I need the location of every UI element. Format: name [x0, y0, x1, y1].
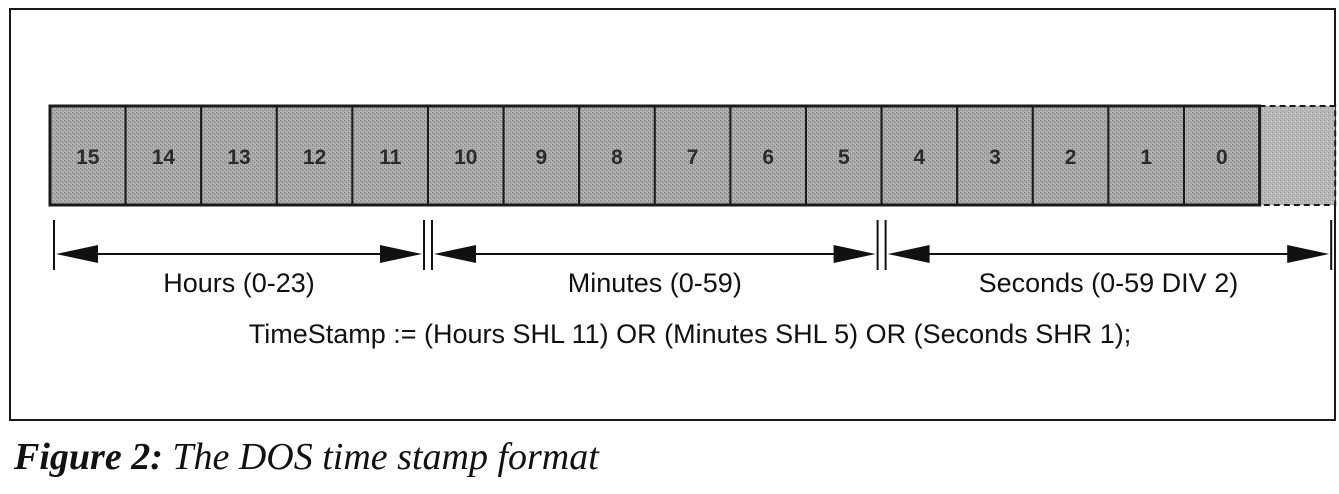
bit-number: 3 [989, 146, 1001, 169]
arrowhead-left-icon [56, 245, 98, 263]
bit-number: 10 [454, 146, 477, 169]
timestamp-formula: TimeStamp := (Hours SHL 11) OR (Minutes … [249, 319, 1132, 349]
bit-number: 2 [1065, 146, 1077, 169]
bit-number: 5 [838, 146, 850, 169]
register-outline [48, 104, 1262, 207]
bit-cell-padding [1258, 105, 1337, 206]
bit-number: 12 [303, 146, 326, 169]
bit-cell [1183, 105, 1261, 206]
bit-number: 14 [152, 146, 176, 169]
field-ranges: Hours (0-23) Minutes (0-59) Seconds (0-59 … [53, 220, 1333, 298]
bit-cell [1107, 105, 1186, 206]
bit-number: 0 [1216, 146, 1228, 169]
caption-label: Figure 2: [14, 436, 163, 478]
arrowhead-right-icon [833, 245, 876, 263]
bit-number: 15 [76, 146, 100, 169]
bit-number: 7 [687, 146, 699, 169]
bit-number: 8 [611, 146, 623, 169]
field-range: Hours (0-23) [53, 220, 425, 298]
field-label: Hours (0-23) [163, 268, 315, 298]
figure-caption: Figure 2: The DOS time stamp format [14, 432, 599, 482]
bit-cell [653, 105, 732, 206]
figure-frame [9, 8, 1336, 421]
arrowhead-right-icon [1287, 245, 1330, 263]
bit-number: 11 [379, 146, 402, 169]
field-range: Seconds (0-59 DIV 2) [884, 220, 1333, 298]
bit-number: 13 [227, 146, 250, 169]
field-label: Minutes (0-59) [568, 268, 742, 298]
arrowhead-left-icon [434, 245, 476, 263]
field-range: Minutes (0-59) [431, 220, 879, 298]
bit-number: 6 [762, 146, 774, 169]
bit-number: 1 [1140, 146, 1152, 169]
field-label: Seconds (0-59 DIV 2) [979, 268, 1239, 298]
caption-text: The DOS time stamp format [162, 436, 599, 478]
arrowhead-right-icon [380, 245, 422, 263]
bit-cell [805, 105, 883, 206]
bit-cell [351, 105, 429, 206]
bit-number: 4 [914, 146, 926, 169]
bit-cell [49, 105, 127, 206]
arrowhead-left-icon [887, 245, 930, 263]
bit-number: 9 [536, 146, 548, 169]
bit-cell [502, 105, 581, 206]
